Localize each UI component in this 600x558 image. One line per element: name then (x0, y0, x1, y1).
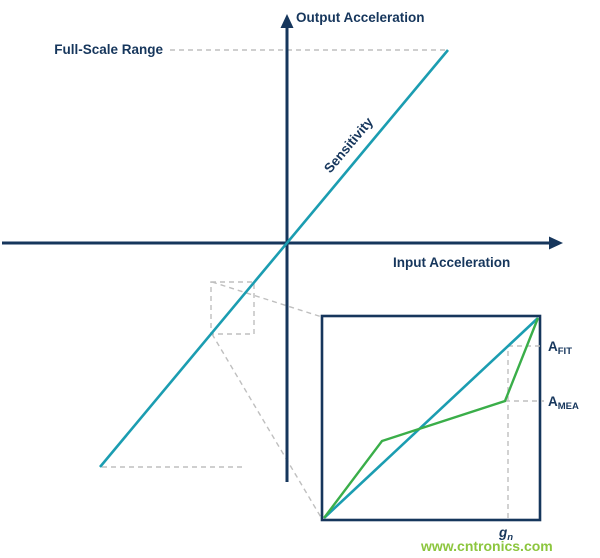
a-mea-base: A (548, 394, 558, 409)
zoom-projection-top-dashed (211, 281, 323, 318)
gn-label: gn (498, 525, 513, 543)
inset-fit-line (323, 317, 539, 519)
watermark-text: www.cntronics.com (420, 538, 553, 554)
x-axis-label: Input Acceleration (393, 255, 510, 270)
full-scale-range-label: Full-Scale Range (54, 42, 163, 57)
y-axis-arrow-icon (280, 14, 294, 28)
x-axis-arrow-icon (549, 236, 563, 250)
y-axis-label: Output Acceleration (296, 10, 425, 25)
zoom-projection-bottom-dashed (211, 333, 323, 520)
inset-measured-line (323, 317, 540, 519)
a-mea-label: AMEA (548, 394, 579, 412)
a-mea-subscript: MEA (558, 401, 579, 412)
zoom-region-dashed-rect (210, 281, 255, 335)
a-fit-base: A (548, 339, 558, 354)
a-fit-subscript: FIT (558, 346, 572, 357)
gn-subscript: n (507, 532, 513, 543)
a-fit-label: AFIT (548, 339, 572, 357)
gn-base: g (498, 525, 508, 540)
sensitivity-line (99, 49, 449, 468)
